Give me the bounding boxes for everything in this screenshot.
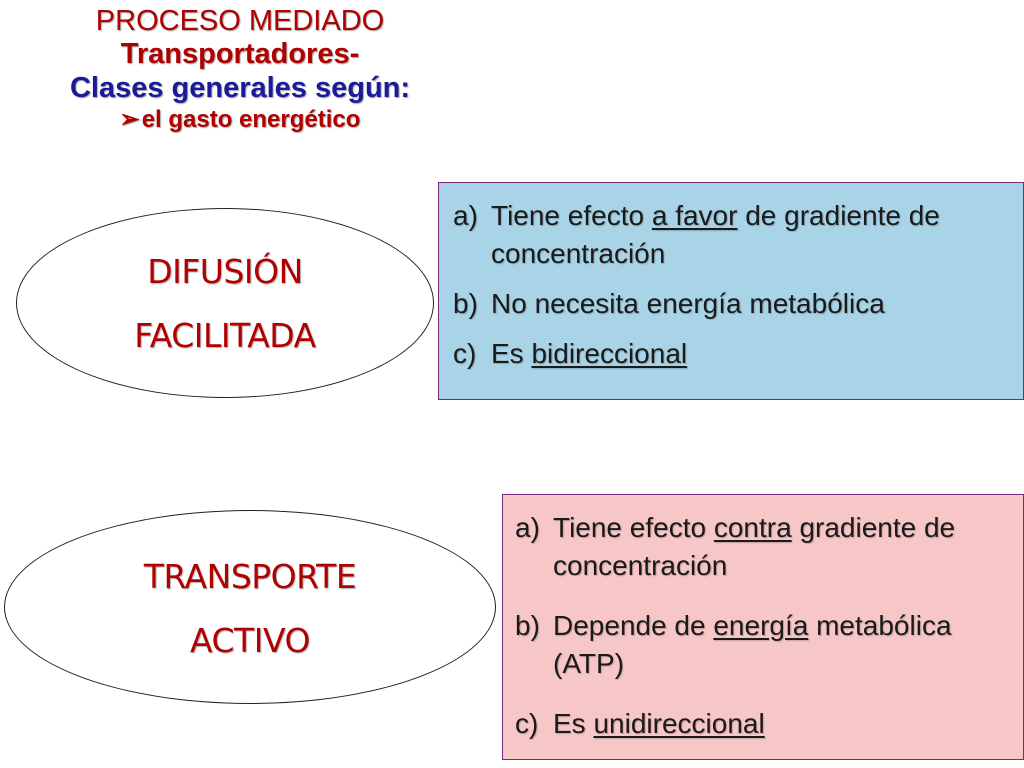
transporte-properties-box: a) Tiene efecto contra gradiente de conc…: [502, 494, 1024, 760]
title-line-4-text: el gasto energético: [141, 106, 361, 133]
item-text: No necesita energía metabólica: [491, 285, 1013, 323]
list-item: b) No necesita energía metabólica: [453, 285, 1013, 323]
difusion-label: DIFUSIÓN FACILITADA: [16, 240, 434, 368]
difusion-label-line-2: FACILITADA: [134, 316, 316, 355]
list-item: a) Tiene efecto contra gradiente de conc…: [515, 509, 1013, 585]
transporte-label-line-2: ACTIVO: [190, 621, 310, 660]
item-marker: b): [515, 610, 540, 641]
transporte-label: TRANSPORTE ACTIVO: [4, 545, 496, 673]
item-text: Es bidireccional: [491, 335, 1013, 373]
item-text-pre: Es: [553, 708, 594, 739]
title-line-3: Clases generales según:: [69, 72, 411, 104]
difusion-properties-box: a) Tiene efecto a favor de gradiente de …: [438, 182, 1024, 400]
item-text-emphasis: energía: [713, 610, 809, 641]
list-item: c) Es bidireccional: [453, 335, 1013, 373]
item-marker: a): [453, 200, 478, 231]
item-text-emphasis: bidireccional: [531, 338, 688, 369]
item-text-emphasis: a favor: [651, 200, 738, 231]
item-text-post: gradiente de concentración: [553, 512, 956, 581]
difusion-ellipse: [16, 208, 434, 398]
title-line-4: ➢el gasto energético: [20, 105, 460, 135]
slide-title: PROCESO MEDIADO Transportadores- Clases …: [20, 4, 460, 135]
list-item: b) Depende de energía metabólica (ATP): [515, 607, 1013, 683]
title-line-1: PROCESO MEDIADO: [95, 5, 385, 37]
item-text-pre: Depende de: [553, 610, 714, 641]
item-text: Tiene efecto contra gradiente de concent…: [553, 509, 1013, 585]
transporte-label-line-1: TRANSPORTE: [143, 557, 357, 596]
item-text: Tiene efecto a favor de gradiente de con…: [491, 197, 1013, 273]
item-text-pre: No necesita energía metabólica: [491, 288, 885, 319]
item-text-pre: Tiene efecto: [553, 512, 714, 543]
item-marker: c): [515, 708, 539, 739]
list-item: c) Es unidireccional: [515, 705, 1013, 743]
item-text-pre: Tiene efecto: [491, 200, 652, 231]
item-marker: a): [515, 512, 540, 543]
item-marker: b): [453, 288, 478, 319]
item-text-emphasis: contra: [713, 512, 792, 543]
transporte-ellipse: [4, 510, 496, 704]
arrow-bullet-icon: ➢: [119, 106, 140, 133]
item-text-emphasis: unidireccional: [593, 708, 765, 739]
item-text: Depende de energía metabólica (ATP): [553, 607, 1013, 683]
item-text-post: metabólica (ATP): [553, 610, 952, 679]
item-text-post: de gradiente de concentración: [491, 200, 940, 269]
item-text: Es unidireccional: [553, 705, 1013, 743]
title-line-2: Transportadores-: [120, 38, 360, 70]
list-item: a) Tiene efecto a favor de gradiente de …: [453, 197, 1013, 273]
item-marker: c): [453, 338, 477, 369]
item-text-pre: Es: [491, 338, 532, 369]
difusion-label-line-1: DIFUSIÓN: [147, 252, 303, 291]
